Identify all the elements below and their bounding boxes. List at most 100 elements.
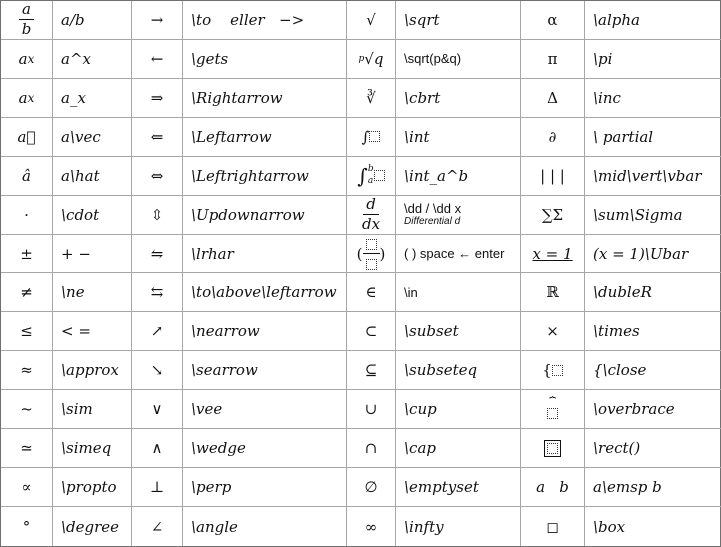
command-text: \int_a^b (404, 166, 469, 185)
symbol-cell: ± (1, 234, 53, 274)
command-text: \ne (61, 283, 85, 302)
symbol-cell: ↗ (132, 312, 183, 352)
command-text: a/b (61, 10, 85, 29)
command-text: \cdot (61, 205, 100, 224)
command-text: \lrhar (191, 244, 234, 263)
symbol-cell: ∨ (132, 390, 183, 430)
symbol-cell: ℝ (521, 273, 585, 313)
command-text: a\hat (61, 166, 100, 185)
symbol-cell: ∫ (347, 117, 396, 157)
symbol-cell: ° (1, 507, 53, 546)
command-text: \int (404, 127, 430, 146)
command-text: \subseteq (404, 361, 478, 380)
command-cell: \to eller −> (183, 1, 347, 40)
command-text: \inc (593, 88, 621, 107)
symbol-cell: × (521, 312, 585, 352)
command-cell: \searrow (183, 351, 347, 391)
command-cell: \pi (585, 40, 721, 79)
symbol-cell: ⊂ (347, 312, 396, 352)
symbol-cell: ∪ (347, 390, 396, 430)
command-text: \overbrace (593, 400, 675, 419)
symbol-cell: ⊥ (132, 468, 183, 508)
command-text: + − (61, 244, 91, 263)
command-text: \cup (404, 400, 437, 419)
command-text: \Rightarrow (191, 88, 283, 107)
command-text: a^x (61, 49, 91, 68)
command-text: \gets (191, 49, 229, 68)
command-cell: \sum\Sigma (585, 196, 721, 235)
command-text: \alpha (593, 10, 640, 29)
command-text: \in (404, 284, 418, 300)
symbol-cell: ∝ (1, 468, 53, 508)
symbol-cell: ∂ (521, 117, 585, 157)
symbol-cell: a b (521, 468, 585, 508)
command-text: \Updownarrow (191, 205, 305, 224)
command-text: \rect() (593, 439, 641, 458)
symbol-cell: ∩ (347, 429, 396, 469)
command-text: \times (593, 322, 640, 341)
command-text: \nearrow (191, 322, 260, 341)
command-text: \approx (61, 361, 119, 380)
command-text: \emptyset (404, 478, 479, 497)
symbol-cell: ≃ (1, 429, 53, 469)
symbol-cell: ∈ (347, 273, 396, 313)
command-cell: a/b (53, 1, 132, 40)
command-text: \sqrt(p&q) (404, 51, 462, 67)
symbol-cell: ⇳ (132, 195, 183, 235)
command-text: a\emsp b (593, 478, 662, 497)
command-cell: ( ) space ← enter (396, 234, 521, 274)
command-cell: \overbrace (585, 390, 721, 430)
symbol-cell: { (521, 351, 585, 391)
command-text: (x = 1)\Ubar (593, 244, 689, 263)
command-cell: \cbrt (396, 78, 521, 118)
command-text: \degree (61, 517, 120, 536)
symbol-cell: ∧ (132, 429, 183, 469)
command-cell: \ partial (585, 118, 721, 157)
command-cell: \wedge (183, 429, 347, 469)
command-cell: {\close (585, 351, 721, 391)
command-text: \dubleR (593, 283, 652, 302)
command-cell: \vee (183, 390, 347, 430)
symbol-cell: α (521, 1, 585, 40)
command-cell: \Leftrightarrow (183, 156, 347, 196)
command-cell: \simeq (53, 429, 132, 469)
command-text: \pi (593, 49, 613, 68)
symbol-cell: ⇒ (132, 78, 183, 118)
command-text: ( ) space ← enter (404, 246, 505, 262)
command-cell: \int (396, 117, 521, 157)
command-cell: \degree (53, 507, 132, 546)
command-text: \infty (404, 517, 444, 536)
command-cell: \sqrt (396, 1, 521, 40)
command-cell: \Updownarrow (183, 195, 347, 235)
command-cell: \sqrt(p&q) (396, 39, 521, 79)
command-text: a_x (61, 88, 86, 107)
command-text: \cbrt (404, 88, 441, 107)
command-text: \cap (404, 439, 436, 458)
symbol-cell: ↘ (132, 351, 183, 391)
symbol-cell: ⇋ (132, 234, 183, 274)
command-cell: \box (585, 507, 721, 546)
command-cell: \subseteq (396, 351, 521, 391)
command-text: \vee (191, 400, 223, 419)
symbol-cell: → (132, 1, 183, 40)
symbol-cell: â (1, 156, 53, 196)
command-text: \mid\vert\vbar (593, 166, 702, 185)
command-cell: \cdot (53, 195, 132, 235)
symbol-cell: ≠ (1, 273, 53, 313)
command-cell: \lrhar (183, 234, 347, 274)
symbol-cell: ⏞ (521, 390, 585, 430)
command-cell: a^x (53, 39, 132, 79)
command-cell: a\hat (53, 156, 132, 196)
symbol-cell: ≤ (1, 312, 53, 352)
command-cell: \cup (396, 390, 521, 430)
symbol-cell: ⇔ (132, 156, 183, 196)
command-text: < = (61, 322, 91, 341)
command-text: \angle (191, 517, 238, 536)
symbol-cell: () (347, 234, 396, 274)
symbol-cell: ∑Σ (521, 195, 585, 235)
command-text: \Leftrightarrow (191, 166, 309, 185)
